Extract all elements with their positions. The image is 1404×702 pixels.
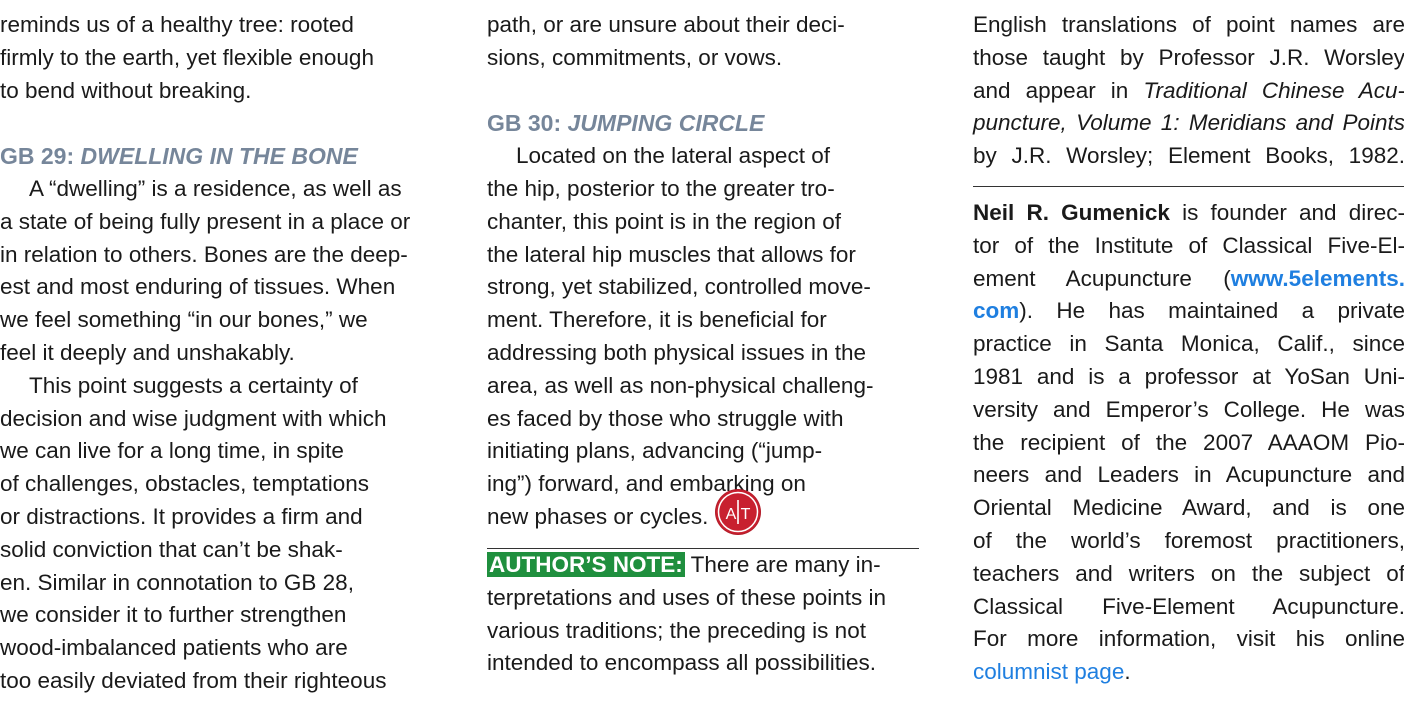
heading-title: DWELLING IN THE BONE (80, 143, 358, 170)
text-line: est and most enduring of tissues. When (0, 274, 396, 300)
column-3: English translations of point names are … (973, 9, 1404, 689)
text-line: This point suggests a certainty of (29, 372, 358, 398)
text-line: by J.R. Worsley; Element Books, 1982. (973, 143, 1404, 169)
text-line: solid conviction that can’t be shak- (0, 536, 343, 562)
text-line: we can live for a long time, in spite (0, 438, 344, 464)
author-note-first-line: AUTHOR’S NOTE: There are many in- (487, 549, 919, 582)
author-name: Neil R. Gumenick (973, 199, 1170, 225)
text-line: in relation to others. Bones are the dee… (0, 241, 408, 267)
closing-text: new phases or cycles. (487, 503, 709, 529)
website-link-end[interactable]: com (973, 298, 1020, 324)
column-2: path, or are unsure about their deci- si… (487, 9, 919, 680)
text-line: firmly to the earth, yet flexible enough (0, 44, 374, 70)
text-line: terpretations and uses of these points i… (487, 584, 887, 610)
text-line: teachers and writers on the subject of (973, 560, 1404, 586)
text-line: reminds us of a healthy tree: rooted (0, 12, 354, 37)
text-line: of the world’s foremost practitioners, (973, 527, 1404, 553)
website-link[interactable]: www.5elements. (1230, 265, 1404, 291)
text-line: or distractions. It provides a firm and (0, 503, 363, 529)
text-line: a state of being fully present in a plac… (0, 208, 411, 234)
bio-first-line: Neil R. Gumenick is founder and direc- (973, 197, 1404, 230)
text-line: the lateral hip muscles that allows for (487, 241, 856, 267)
text-line: neers and Leaders in Acupuncture and (973, 462, 1404, 488)
text-line: various traditions; the preceding is not (487, 617, 866, 643)
author-note-label: AUTHOR’S NOTE: (487, 552, 685, 578)
text-line: those taught by Professor J.R. Worsley (973, 44, 1404, 70)
text-line: tor of the Institute of Classical Five-E… (973, 232, 1404, 258)
text-line: strong, yet stabilized, controlled move- (487, 274, 871, 300)
text-line: Oriental Medicine Award, and is one (973, 495, 1404, 521)
text-line: decision and wise judgment with which (0, 405, 387, 431)
author-note-text: There are many in- (684, 552, 881, 578)
heading-prefix: GB 29: (0, 143, 81, 170)
text-line: Located on the lateral aspect of (516, 143, 830, 169)
text-line: we feel something “in our bones,” we (0, 307, 368, 333)
text-line: en. Similar in connotation to GB 28, (0, 569, 354, 595)
text-line: practice in Santa Monica, Calif., since (973, 331, 1404, 357)
text-fragment: ). He has maintained a private (1019, 298, 1404, 324)
text-line: of challenges, obstacles, temptations (0, 471, 369, 497)
text-line: English translations of point names are (973, 12, 1404, 37)
text-line: A “dwelling” is a residence, as well as (29, 175, 402, 201)
column-1: reminds us of a healthy tree: rooted fir… (0, 9, 436, 698)
text-line: addressing both physical issues in the (487, 339, 866, 365)
text-line: es faced by those who struggle with (487, 405, 844, 431)
text-fragment: ement Acupuncture ( (973, 265, 1231, 291)
text-line: wood-imbalanced patients who are (0, 635, 348, 661)
text-fragment: . (1124, 659, 1131, 685)
text-line: intended to encompass all possibilities. (487, 650, 876, 676)
text-line: initiating plans, advancing (“jump- (487, 438, 823, 464)
spacer (487, 75, 919, 108)
text-line: sions, commitments, or vows. (487, 44, 783, 70)
section-heading-gb30: GB 30: JUMPING CIRCLE (487, 107, 919, 140)
text-line: too easily deviated from their righteous (0, 667, 387, 693)
text-fragment: and appear in (973, 77, 1144, 103)
text-line: versity and Emperor’s College. He was (973, 396, 1404, 422)
book-title-line: puncture, Volume 1: Meridians and Points (973, 110, 1404, 136)
text-line: area, as well as non-physical challeng- (487, 372, 874, 398)
text-line: 1981 and is a professor at YoSan Uni- (973, 363, 1404, 389)
logo-letter-left: A (726, 506, 737, 523)
text-line: path, or are unsure about their deci- (487, 12, 845, 37)
text-fragment: is founder and direc- (1169, 199, 1404, 225)
text-line: the hip, posterior to the greater tro- (487, 175, 835, 201)
spacer (0, 107, 436, 140)
text-line: chanter, this point is in the region of (487, 208, 841, 234)
text-line: we consider it to further strengthen (0, 602, 347, 628)
author-note-divider (487, 548, 919, 550)
text-line: Classical Five-Element Acupuncture. (973, 593, 1404, 619)
text-line: ing”) forward, and embarking on (487, 471, 806, 497)
text-line: ment. Therefore, it is beneficial for (487, 307, 827, 333)
book-title-fragment: Traditional Chinese Acu- (1143, 77, 1404, 103)
text-line: feel it deeply and unshakably. (0, 339, 295, 365)
text-line: For more information, visit his online (973, 626, 1404, 652)
text-line: the recipient of the 2007 AAAOM Pio- (973, 429, 1404, 455)
columnist-page-link[interactable]: columnist page (973, 659, 1125, 685)
heading-title: JUMPING CIRCLE (567, 110, 765, 137)
logo-ring (718, 491, 759, 533)
text-line: and appear in Traditional Chinese Acu- (973, 75, 1404, 108)
bio-divider (973, 185, 1404, 187)
text-line: columnist page. (973, 656, 1404, 689)
section-heading-gb29: GB 29: DWELLING IN THE BONE (0, 140, 436, 173)
logo-letter-right: T (741, 506, 751, 523)
text-line: ement Acupuncture (www.5elements. (973, 263, 1404, 296)
text-line: to bend without breaking. (0, 77, 252, 103)
text-line: com). He has maintained a private (973, 295, 1404, 328)
heading-prefix: GB 30: (487, 110, 568, 137)
